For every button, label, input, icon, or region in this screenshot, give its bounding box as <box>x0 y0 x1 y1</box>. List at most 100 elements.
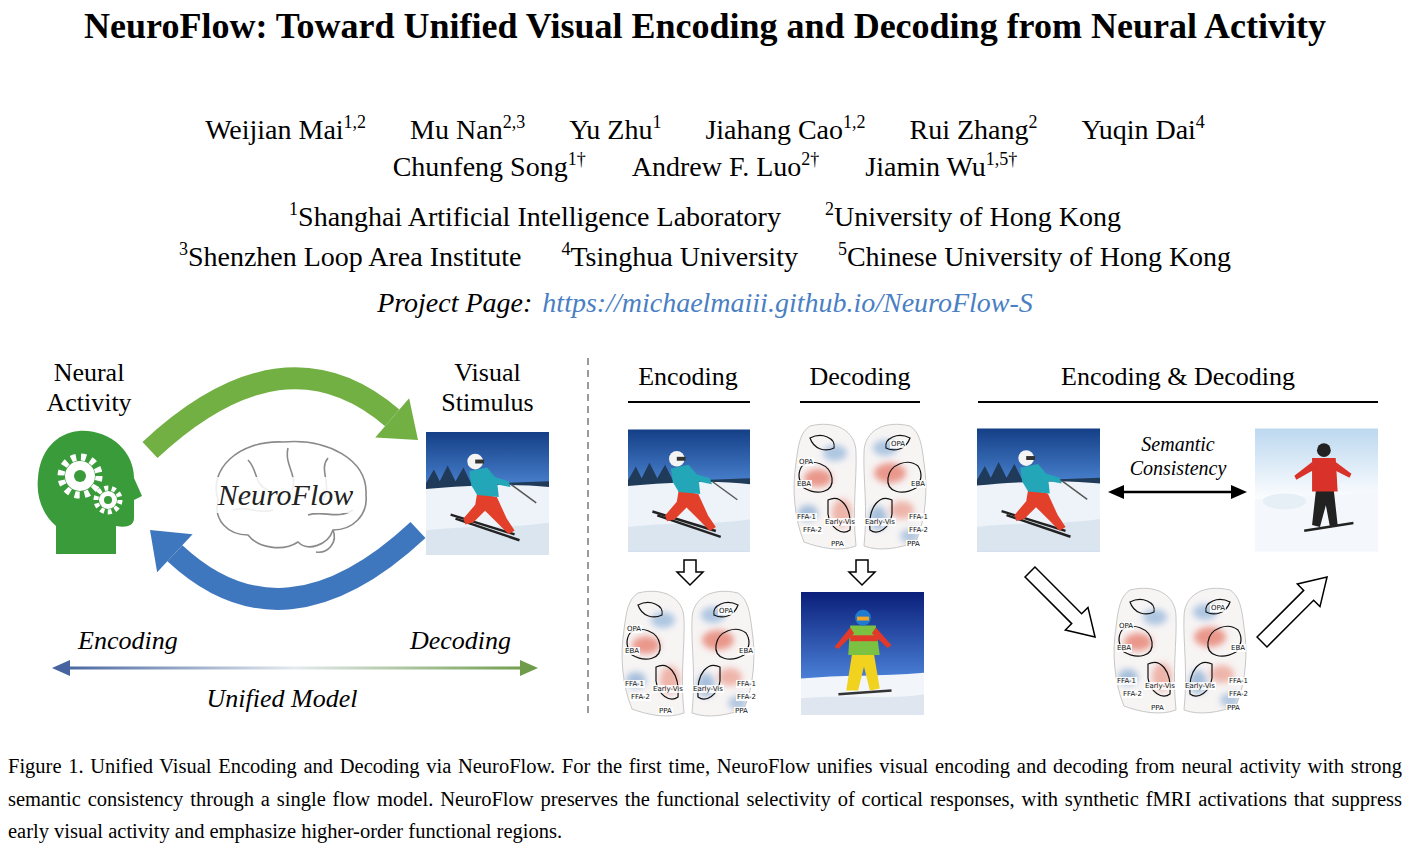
head-icon-part <box>99 491 117 509</box>
roi-label: PPA <box>1226 704 1241 712</box>
affiliation: Shanghai Artificial Intelligence Laborat… <box>298 201 781 232</box>
roi-label: FFA-2 <box>802 526 823 534</box>
affiliation: Shenzhen Loop Area Institute <box>188 241 522 272</box>
affiliation-entry: 5Chinese University of Hong Kong <box>838 240 1231 274</box>
hollow-arrow <box>677 560 1338 653</box>
model-node: NeuroFlow <box>188 430 383 560</box>
node-label: NeuroFlow <box>214 477 358 513</box>
head-icon-part <box>104 496 112 504</box>
heading-underline-part <box>628 401 750 403</box>
affiliation-mark: 2,3 <box>503 112 526 132</box>
axis-label: Decoding <box>410 626 511 656</box>
author-name-entry: Chunfeng Song1† <box>393 150 586 184</box>
arrow-shaft <box>175 530 418 599</box>
stimulus-image <box>977 429 1100 552</box>
roi-label: OPA <box>718 607 734 615</box>
roi-label: FFA-2 <box>630 693 651 701</box>
roi-label: FFA-1 <box>1116 677 1137 685</box>
author-name-entry: Jiahang Cao1,2 <box>705 113 865 147</box>
text-row: Weijian Mai1,2Mu Nan2,3Yu Zhu1Jiahang Ca… <box>0 113 1410 147</box>
author-name: Rui Zhang <box>910 114 1029 145</box>
fmri-flatmap <box>1110 582 1250 717</box>
author-name-entry: Andrew F. Luo2† <box>632 150 820 184</box>
roi-label: FFA-1 <box>624 680 645 688</box>
unified-axis-arrow-part <box>68 667 522 670</box>
unified-axis-arrow <box>52 660 538 676</box>
node-label: Neural Activity <box>30 358 148 418</box>
roi-label: OPA <box>1210 604 1226 612</box>
node-label: Visual Stimulus <box>420 358 555 418</box>
arrow-head <box>375 398 418 440</box>
project-link: https://michaelmaiii.github.io/NeuroFlow… <box>542 286 1033 320</box>
affiliation-mark: 1 <box>289 199 298 219</box>
roi-label: OPA <box>798 458 814 466</box>
panel-heading: Encoding <box>638 362 738 392</box>
axis-label: Unified Model <box>207 684 358 714</box>
affiliation-mark: 3 <box>179 239 188 259</box>
neural-activity-node: Neural Activity <box>30 358 148 558</box>
project-row: Project Page:https://michaelmaiii.github… <box>0 286 1410 320</box>
arrow-head <box>150 530 193 572</box>
affiliation: Tsinghua University <box>570 241 797 272</box>
roi-label: PPA <box>830 540 845 548</box>
affiliation-entry: 3Shenzhen Loop Area Institute <box>179 240 522 274</box>
head-icon-part <box>65 461 95 491</box>
roi-label: FFA-1 <box>796 513 817 521</box>
affiliation-mark: 4 <box>1196 112 1205 132</box>
affiliation-entry: 1Shanghai Artificial Intelligence Labora… <box>289 200 781 234</box>
roi-label: Early-Vis <box>824 518 856 526</box>
affiliation-mark: 2 <box>1029 112 1038 132</box>
author-name-entry: Yu Zhu1 <box>569 113 661 147</box>
heading-underline <box>628 401 1378 403</box>
roi-label: FFA-2 <box>1122 690 1143 698</box>
panel-heading: Decoding <box>809 362 910 392</box>
unified-axis-arrow-part <box>520 660 538 676</box>
text-row: 1Shanghai Artificial Intelligence Labora… <box>0 200 1410 234</box>
roi-label: FFA-2 <box>1228 690 1249 698</box>
roi-label: FFA-2 <box>908 526 929 534</box>
arrow-label: Semantic Consistency <box>1113 432 1243 480</box>
author-name-entry: Jiamin Wu1,5† <box>865 150 1017 184</box>
roi-label: FFA-1 <box>908 513 929 521</box>
roi-label: FFA-2 <box>736 693 757 701</box>
heading-underline-part <box>978 401 1378 403</box>
affiliation-mark: 1† <box>568 149 586 169</box>
consistency-arrow-part <box>1108 485 1124 499</box>
decoded-image <box>801 592 924 715</box>
author-name-entry: Mu Nan2,3 <box>410 113 525 147</box>
head-icon-part <box>61 457 99 495</box>
roi-label: EBA <box>1230 644 1246 652</box>
author-name: Andrew F. Luo <box>632 151 802 182</box>
roi-label: PPA <box>734 707 749 715</box>
divider-line <box>587 358 589 718</box>
fmri-flatmap <box>618 585 758 720</box>
author-name-entry: Yuqin Dai4 <box>1082 113 1205 147</box>
stimulus-image <box>628 430 750 552</box>
stimulus-image <box>425 432 550 555</box>
hollow-arrow-part <box>1251 566 1339 654</box>
author-name: Mu Nan <box>410 114 503 145</box>
roi-label: Early-Vis <box>864 518 896 526</box>
affiliation-mark: 1,2 <box>843 112 866 132</box>
roi-label: OPA <box>890 440 906 448</box>
affiliation-mark: 1,2 <box>344 112 367 132</box>
roi-label: Early-Vis <box>692 685 724 693</box>
text-row: Chunfeng Song1†Andrew F. Luo2†Jiamin Wu1… <box>0 150 1410 184</box>
affiliation-mark: 5 <box>838 239 847 259</box>
author-name: Chunfeng Song <box>393 151 568 182</box>
head-icon-part <box>96 488 120 512</box>
stimulus-node: Visual Stimulus <box>420 358 555 557</box>
roi-label: EBA <box>796 480 812 488</box>
head-icon-part <box>38 431 142 554</box>
stimulus-image-part <box>426 432 549 555</box>
affiliation: Chinese University of Hong Kong <box>847 241 1231 272</box>
panel-heading: Encoding & Decoding <box>1061 362 1295 392</box>
flow-arrow <box>150 378 418 450</box>
author-name: Jiamin Wu <box>865 151 985 182</box>
roi-label: OPA <box>626 625 642 633</box>
head-icon <box>34 426 144 556</box>
consistency-arrow-part <box>1231 485 1247 499</box>
roi-label: EBA <box>738 647 754 655</box>
affiliation-mark: 1 <box>652 112 661 132</box>
roi-label: FFA-1 <box>1228 677 1249 685</box>
